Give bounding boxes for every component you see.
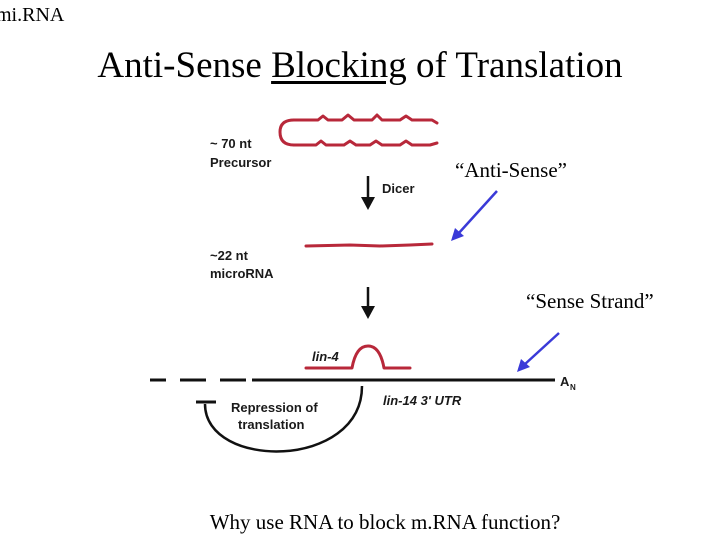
microrna-strand: [304, 242, 434, 248]
lin4-label: lin-4: [312, 349, 339, 364]
repression-loop: [203, 385, 364, 453]
polya-label: A: [560, 374, 570, 389]
dicer-arrow: [361, 176, 375, 210]
microrna-size-label: ~22 nt: [210, 248, 249, 263]
corner-label: mi.RNA: [0, 4, 65, 26]
slide-title: Anti-Sense Blocking of Translation: [0, 44, 720, 87]
precursor-size-label: ~ 70 nt: [210, 136, 252, 151]
repression-line-2: translation: [238, 417, 305, 432]
precursor-hairpin: [278, 113, 439, 147]
title-underlined-word: Blocking: [271, 45, 407, 86]
binding-arrow: [361, 287, 375, 319]
anti-sense-callout: “Anti-Sense”: [455, 158, 567, 182]
precursor-label: Precursor: [210, 155, 271, 170]
sense-strand-callout: “Sense Strand”: [526, 289, 654, 313]
lin4-bulge-strand: [304, 344, 412, 370]
polya-subscript: N: [570, 383, 576, 392]
microrna-label: microRNA: [210, 266, 274, 281]
bottom-question: Why use RNA to block m.RNA function?: [209, 510, 561, 534]
dicer-label: Dicer: [382, 181, 415, 196]
title-part-1: Anti-Sense: [97, 45, 272, 86]
anti-sense-arrow: [451, 190, 498, 241]
utr-label: lin-14 3' UTR: [383, 393, 462, 408]
sense-strand-arrow: [517, 332, 560, 372]
repression-line-1: Repression of: [231, 400, 318, 415]
title-part-2: of Translation: [406, 45, 623, 86]
